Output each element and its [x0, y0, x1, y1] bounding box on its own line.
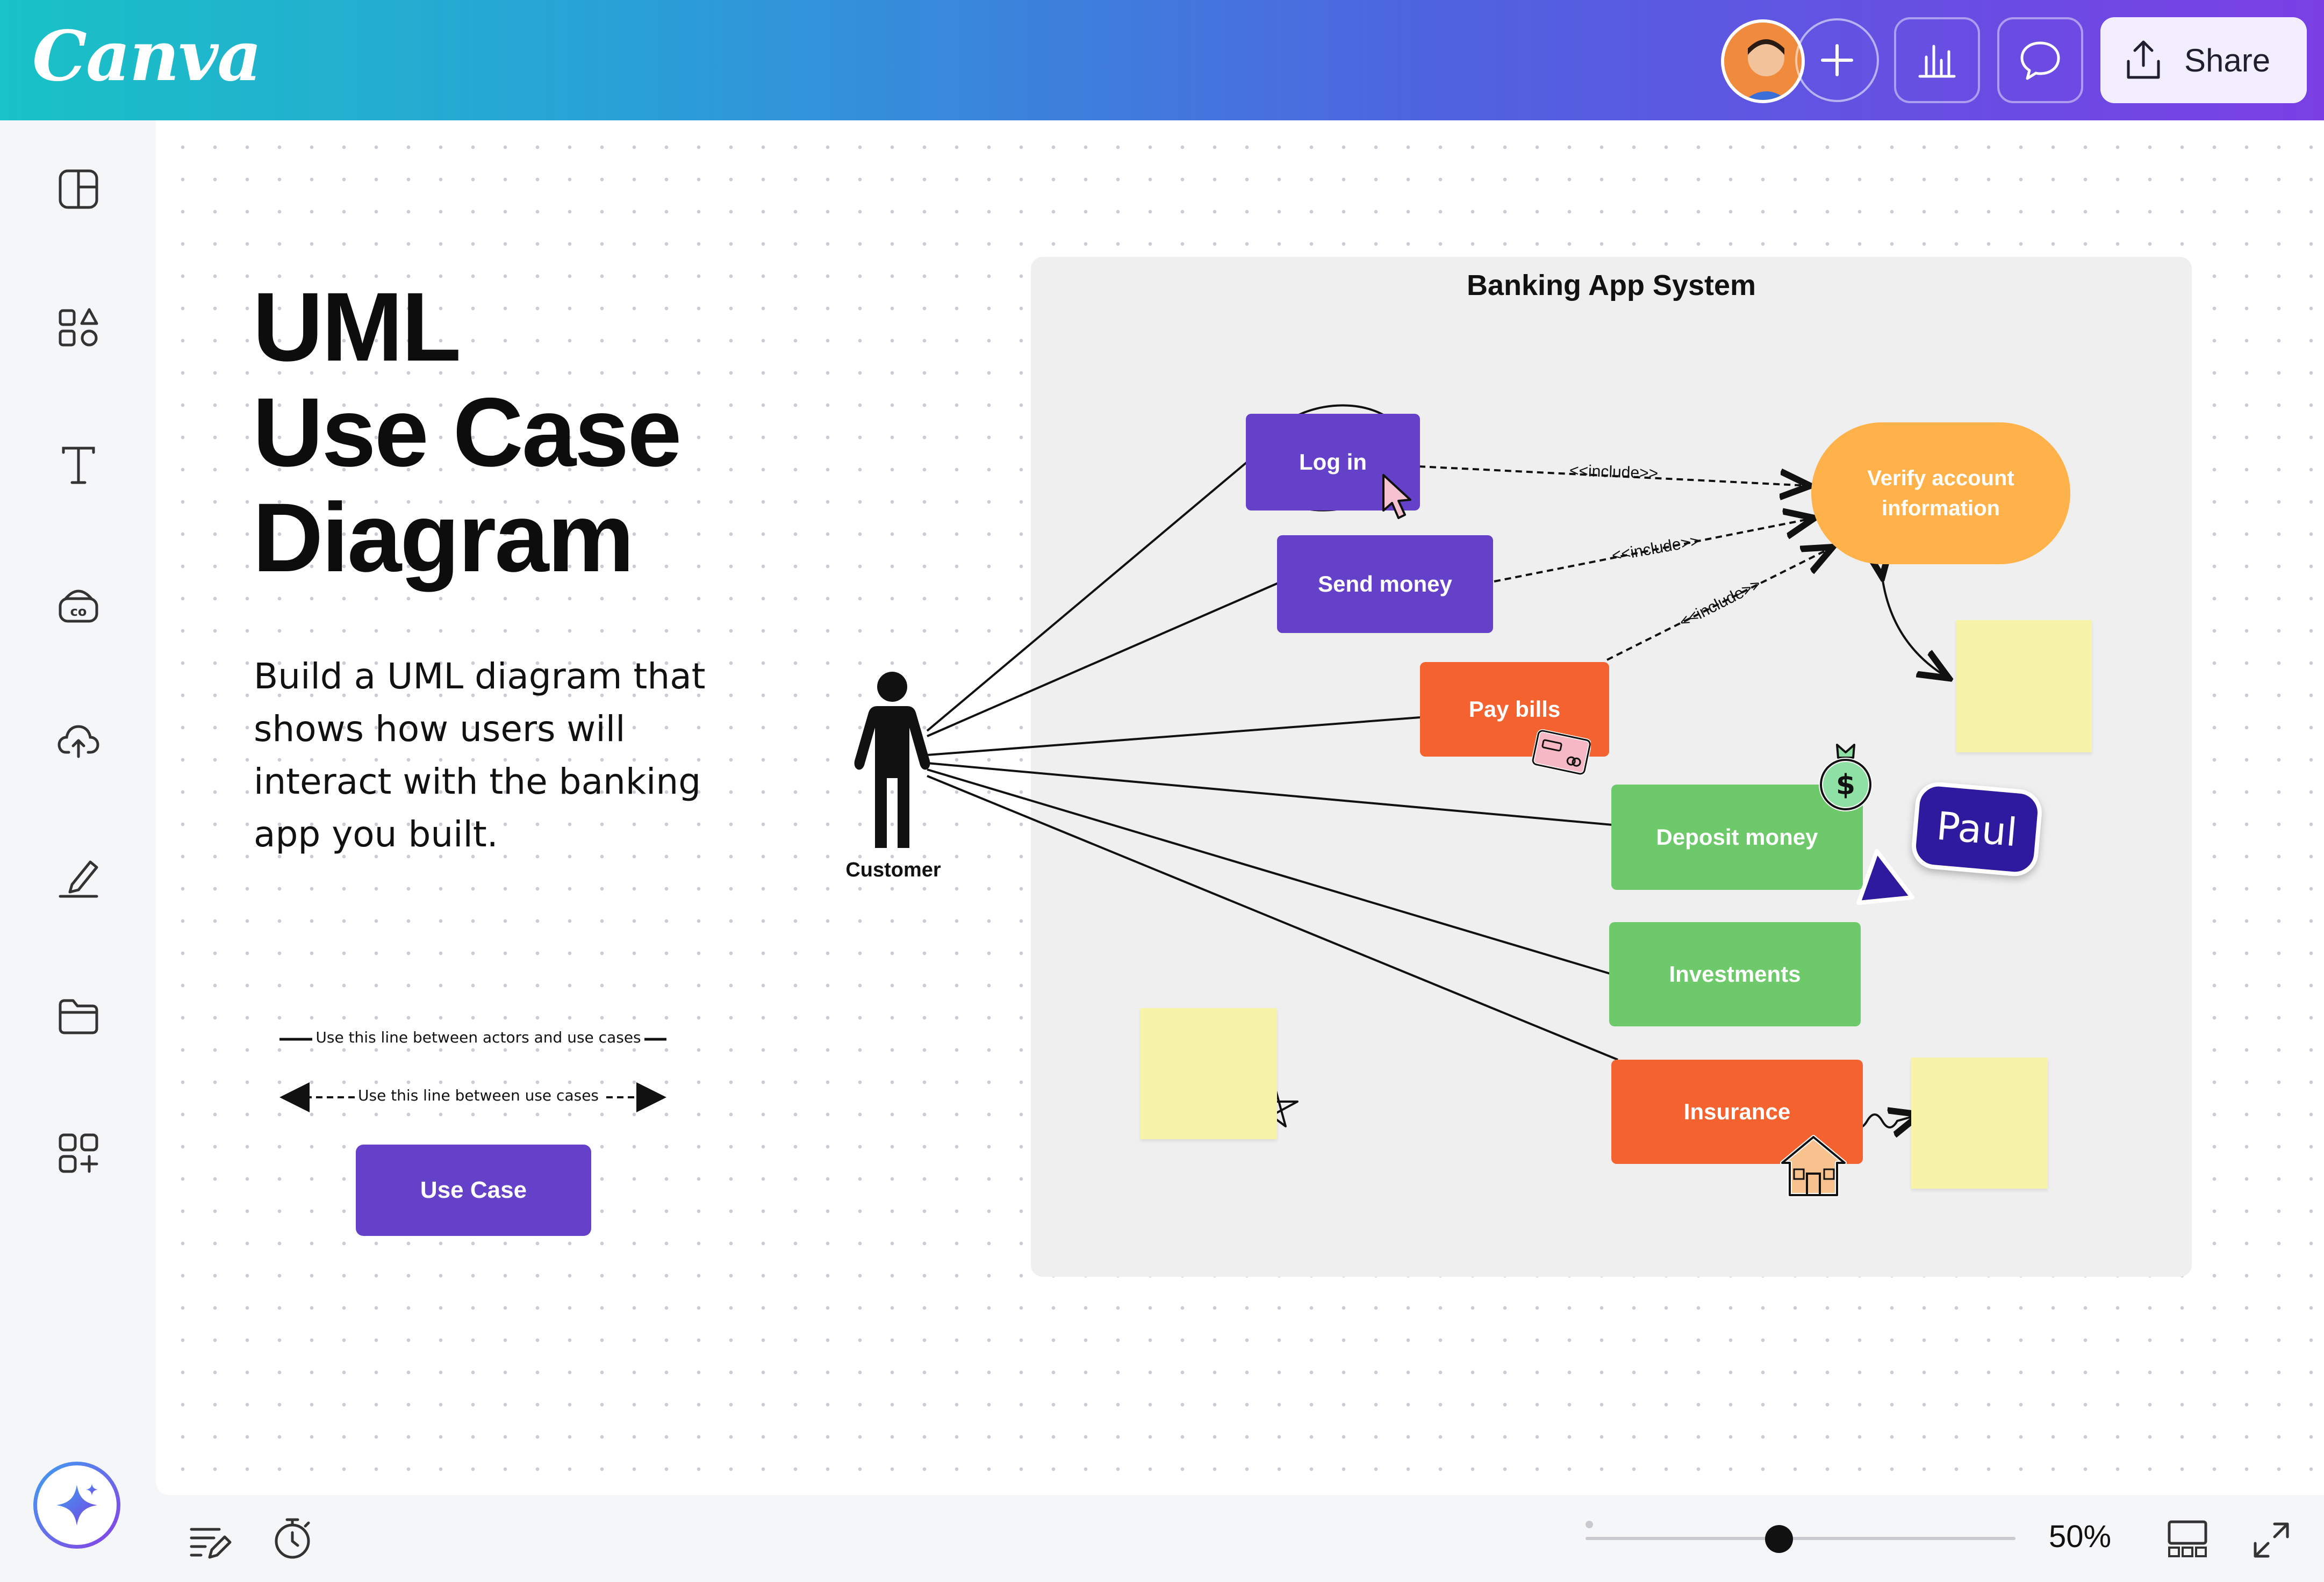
projects-icon[interactable] [52, 990, 105, 1044]
cursor-icon [1382, 474, 1411, 519]
grid-view-icon [2168, 1520, 2207, 1557]
magic-inner [37, 1465, 117, 1545]
add-collaborator-button[interactable] [1795, 18, 1879, 102]
draw-icon[interactable] [52, 851, 105, 905]
use-case-deposit-money[interactable]: Deposit money [1611, 785, 1863, 890]
verify-line-1: Verify account [1867, 466, 2014, 490]
use-case-send-money[interactable]: Send money [1277, 535, 1493, 633]
legend-actor-line[interactable]: Use this line between actors and use cas… [269, 1029, 688, 1046]
comment-icon [2020, 41, 2060, 80]
brand-icon[interactable]: co [52, 577, 105, 631]
insights-button[interactable] [1894, 17, 1980, 103]
use-case-sample[interactable]: Use Case [356, 1145, 591, 1236]
sidebar [0, 120, 155, 1582]
page-title[interactable]: UML Use Case Diagram [253, 272, 682, 592]
collaborator-tag: Paul [1910, 780, 2044, 878]
share-icon [2127, 40, 2160, 79]
design-icon[interactable] [52, 162, 105, 216]
magic-sparkle-icon [56, 1484, 98, 1526]
timer-icon [275, 1518, 310, 1559]
title-line-2: Use Case [253, 377, 682, 487]
share-button[interactable]: Share [2100, 17, 2307, 103]
avatar[interactable] [1721, 19, 1805, 103]
sticky-note[interactable] [1911, 1058, 2048, 1189]
share-label: Share [2184, 42, 2271, 78]
comment-button[interactable] [1997, 17, 2083, 103]
zoom-slider-start [1586, 1521, 1593, 1528]
top-bar [0, 0, 2324, 120]
actor-label: Customer [845, 859, 941, 881]
house-icon [1780, 1135, 1847, 1197]
apps-icon[interactable] [52, 1126, 105, 1180]
zoom-slider[interactable] [1586, 1537, 2015, 1540]
credit-card-icon [1532, 729, 1591, 776]
actor-figure[interactable] [849, 671, 935, 851]
text-icon[interactable] [52, 438, 105, 492]
money-bag-icon: $ [1819, 744, 1873, 811]
timer-button[interactable] [266, 1511, 319, 1565]
legend-actor-text: Use this line between actors and use cas… [312, 1029, 644, 1046]
legend-usecase-line[interactable]: Use this line between use cases [269, 1087, 688, 1104]
title-line-3: Diagram [253, 483, 634, 592]
system-title: Banking App System [1466, 269, 1756, 301]
use-case-investments[interactable]: Investments [1609, 922, 1861, 1026]
pages-view-button[interactable] [2161, 1512, 2214, 1566]
zoom-level[interactable]: 50% [2049, 1519, 2112, 1554]
sticky-note[interactable] [1141, 1008, 1277, 1139]
svg-text:$: $ [1836, 769, 1855, 801]
legend-usecase-text: Use this line between use cases [354, 1087, 602, 1104]
insights-icon [1918, 45, 1956, 78]
use-case-verify-account[interactable]: Verify account information [1811, 422, 2070, 564]
plus-icon [1821, 44, 1853, 76]
notes-button[interactable] [183, 1514, 236, 1568]
use-case-insurance[interactable]: Insurance [1611, 1060, 1863, 1164]
magic-assistant-button[interactable] [33, 1462, 120, 1549]
description-text[interactable]: Build a UML diagram that shows how users… [254, 656, 706, 855]
uploads-icon[interactable] [52, 714, 105, 767]
sticky-note[interactable] [1956, 620, 2092, 752]
elements-icon[interactable] [52, 301, 105, 355]
use-case-log-in[interactable]: Log in [1246, 414, 1420, 510]
title-line-1: UML [253, 272, 461, 382]
zoom-slider-handle[interactable] [1765, 1525, 1793, 1553]
include-label-1: <<include>> [1569, 462, 1659, 483]
notes-icon [190, 1528, 232, 1559]
svg-text:co: co [70, 604, 87, 619]
canva-logo[interactable]: Canva [32, 16, 262, 97]
verify-line-2: information [1882, 497, 2000, 520]
collaborator-pointer-icon [1856, 849, 1914, 905]
fullscreen-icon [2254, 1522, 2289, 1558]
fullscreen-button[interactable] [2244, 1513, 2298, 1567]
